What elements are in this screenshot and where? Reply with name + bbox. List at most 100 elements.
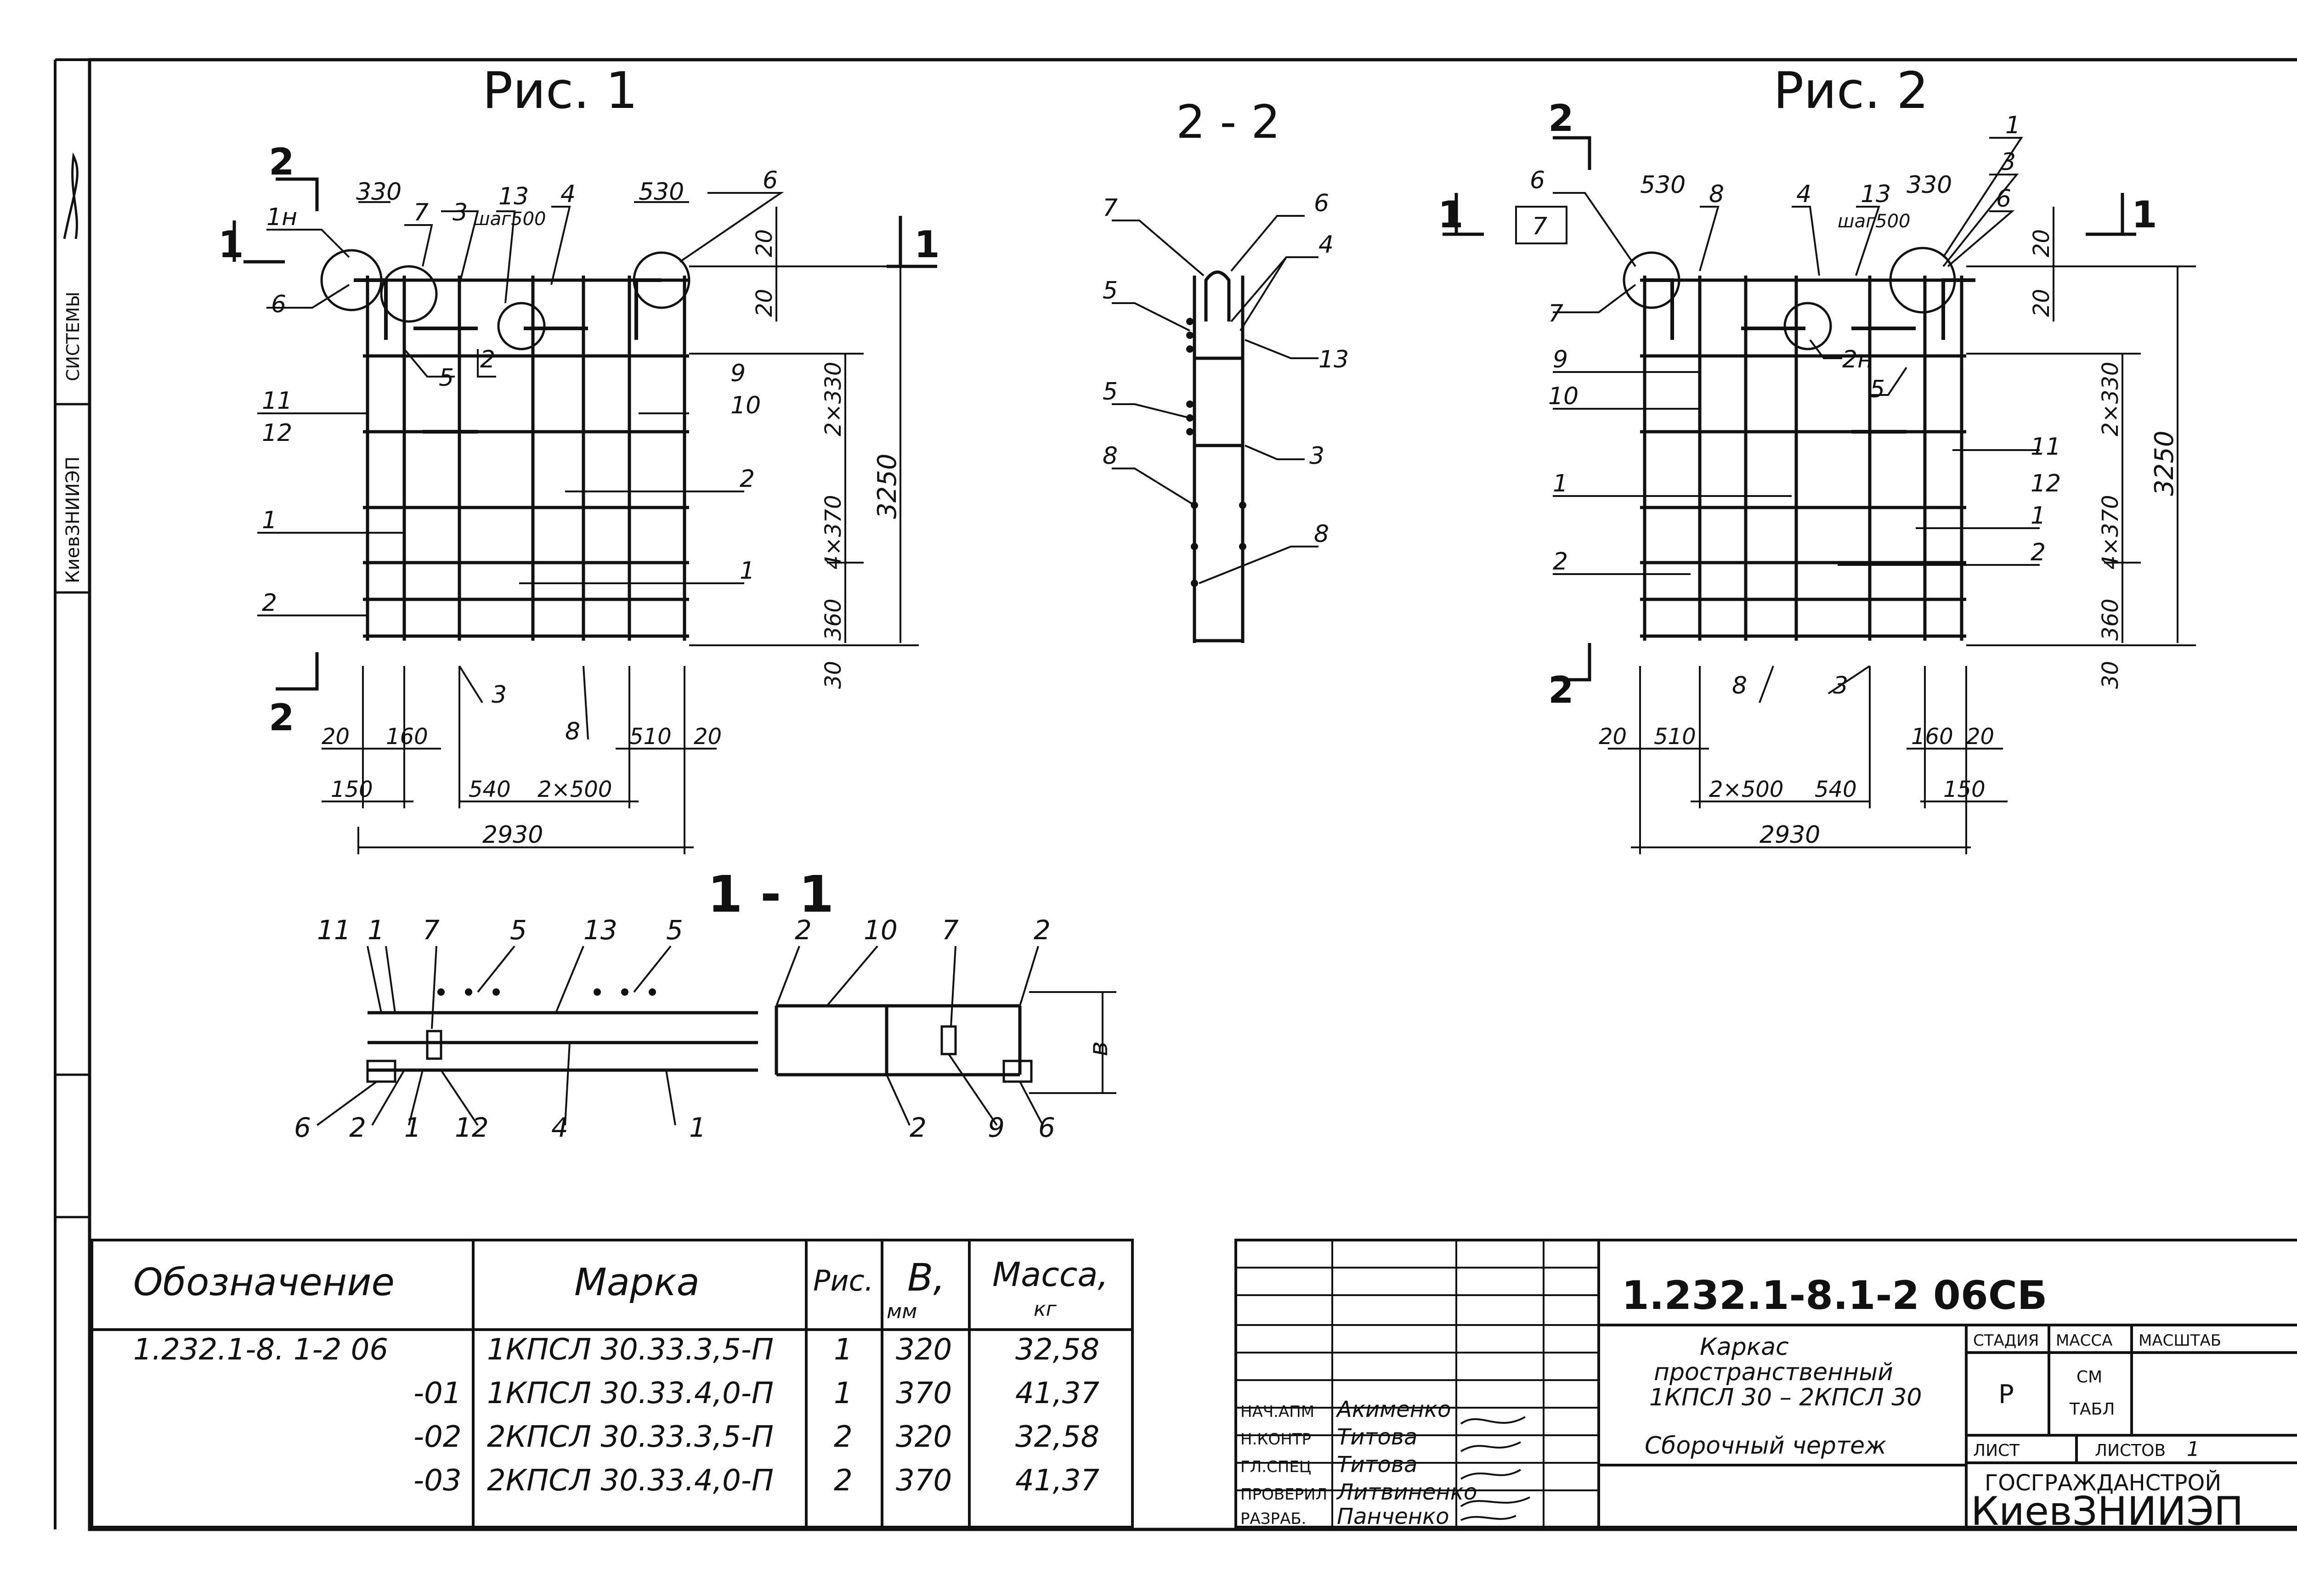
fig2-callout-9: 9 — [1553, 346, 1568, 373]
role-name: Акименко — [1335, 1397, 1451, 1422]
spec-row-designation: 1.232.1-8. 1-2 06 — [133, 1333, 388, 1367]
section-11-callout-bottom: 4 — [551, 1112, 568, 1143]
section-22-callout-5b: 5 — [1103, 378, 1118, 406]
title-sheet-label: ЛИСТ — [1973, 1441, 2020, 1460]
title-desc-line1: Каркас — [1700, 1333, 1789, 1361]
spec-header-fig: Рис. — [813, 1264, 873, 1297]
section-11-callout-bottom: 9 — [988, 1112, 1005, 1143]
fig1-callout-2c: 2 — [262, 589, 277, 617]
section-22-callout-8b: 8 — [1314, 520, 1329, 548]
role-label: ГЛ.СПЕЦ — [1240, 1458, 1311, 1476]
fig2-mark-2-top: 2 — [1548, 97, 1574, 140]
fig1-dim-20b: 20 — [752, 289, 777, 317]
fig2-detail-circles — [1623, 247, 1956, 350]
fig1-dim-b2x500: 2×500 — [537, 777, 612, 802]
fig1-dim-360: 360 — [820, 598, 846, 641]
spec-row-b: 370 — [896, 1376, 952, 1410]
fig1-callout-6b: 6 — [763, 167, 778, 194]
spec-row-mark: 1КПСЛ 30.33.3,5-П — [487, 1333, 774, 1367]
spec-header-mark: Марка — [574, 1261, 700, 1304]
fig1-callout-1h: 1н — [266, 203, 297, 231]
fig1-section-marks — [232, 177, 937, 691]
fig2-hooks — [1645, 278, 1975, 434]
fig2-callout-2b: 2 — [2031, 539, 2046, 566]
fig1-title: Рис. 1 — [482, 61, 638, 120]
fig2-dim-b2x500: 2×500 — [1709, 777, 1783, 802]
title-desc-line2: пространственный — [1654, 1359, 1893, 1386]
title-desc-line3: 1КПСЛ 30 – 2КПСЛ 30 — [1649, 1384, 1922, 1411]
fig1-mark-1-right: 1 — [914, 223, 940, 266]
section-11-callout-top: 11 — [317, 914, 351, 946]
fig1-dim-b20: 20 — [322, 724, 350, 750]
spec-header-b-unit: мм — [887, 1300, 917, 1323]
fig1-dim-b510: 510 — [629, 724, 672, 750]
fig2-callout-6: 6 — [1530, 167, 1545, 194]
fig2-callout-2a: 2 — [1553, 548, 1568, 575]
spec-row-fig: 1 — [834, 1376, 853, 1410]
spec-row-designation: -03 — [413, 1464, 462, 1498]
fig2-callout-11: 11 — [2031, 433, 2061, 461]
title-scale-label: МАСШТАБ — [2139, 1331, 2221, 1350]
fig1-dim-b160: 160 — [386, 724, 428, 750]
role-name: Титова — [1337, 1452, 1418, 1478]
spec-header-designation: Обозначение — [133, 1261, 395, 1304]
spec-row-fig: 1 — [834, 1333, 853, 1367]
fig1-dim-30: 30 — [820, 661, 846, 689]
fig1-dimension-lines — [322, 201, 919, 854]
section-11-callout-bottom: 6 — [294, 1112, 311, 1143]
fig1-dim-b150: 150 — [331, 777, 373, 802]
section-22-callout-6: 6 — [1314, 190, 1329, 217]
fig2-callout-1b: 1 — [2031, 502, 2046, 530]
section-22-title: 2 - 2 — [1176, 95, 1280, 149]
fig1-callouts: 1н 6 7 3 13 4 6 2 5 11 12 9 10 2 1 2 1 3… — [257, 167, 784, 745]
spec-row-designation: -02 — [413, 1420, 462, 1454]
title-drawing-type: Сборочный чертеж — [1645, 1432, 1886, 1460]
fig2-dim-b540: 540 — [1815, 777, 1857, 802]
section-11-callout-bottom: 12 — [455, 1112, 489, 1143]
fig2-title: Рис. 2 — [1773, 61, 1929, 120]
fig1-dim-2x330: 2×330 — [820, 362, 846, 436]
spec-row-fig: 2 — [834, 1420, 853, 1454]
fig1-callout-3: 3 — [453, 199, 468, 226]
role-label: ПРОВЕРИЛ — [1240, 1485, 1327, 1504]
fig1-callout-11: 11 — [262, 387, 292, 415]
fig2-dim-30: 30 — [2098, 661, 2123, 689]
sheet-frame — [54, 58, 2297, 1531]
fig1-dim-b20b: 20 — [694, 724, 722, 750]
fig2-dim-530: 530 — [1640, 171, 1686, 199]
spec-header-mass-unit: кг — [1034, 1297, 1057, 1321]
title-doc-code: 1.232.1-8.1-2 06СБ — [1622, 1273, 2047, 1319]
fig2-callout-10: 10 — [1548, 383, 1578, 410]
fig1-callout-12: 12 — [262, 419, 292, 447]
spec-header-mass: Масса, — [992, 1255, 1108, 1294]
title-org2: КиевЗНИИЭП — [1971, 1489, 2244, 1534]
left-strip-system: СИСТЕМЫ — [63, 292, 83, 381]
spec-row-designation: -01 — [413, 1376, 462, 1410]
fig1-callout-2b: 2 — [740, 465, 755, 493]
title-mass-value-2: ТАБЛ — [2069, 1400, 2115, 1419]
fig1-dim-20a: 20 — [752, 229, 777, 257]
section-11-callout-bottom: 6 — [1038, 1112, 1055, 1143]
fig2-dim-2x330: 2×330 — [2098, 362, 2123, 436]
section-22-drawing — [1193, 271, 1245, 643]
fig2-callout-7-box: 7 — [1532, 213, 1547, 240]
section-22-callout-13: 13 — [1318, 346, 1349, 373]
title-mass-value-1: СМ — [2076, 1368, 2102, 1387]
section-22-bars — [1186, 318, 1246, 587]
spec-row-mass: 41,37 — [1015, 1376, 1100, 1410]
fig1-mark-2-bottom: 2 — [269, 696, 294, 739]
fig2-dim-20a: 20 — [2029, 229, 2054, 257]
spec-row-mark: 2КПСЛ 30.33.4,0-П — [487, 1464, 774, 1498]
fig2-callout-1a: 1 — [1553, 470, 1568, 497]
fig1-grid — [363, 276, 689, 641]
fig2-callout-8: 8 — [1709, 180, 1724, 208]
fig1-callout-3b: 3 — [492, 681, 507, 709]
spec-row-b: 370 — [896, 1464, 952, 1498]
fig2-dim-b510: 510 — [1654, 724, 1696, 750]
section-11-callout-bottom: 1 — [404, 1112, 421, 1143]
section-22-callout-7: 7 — [1103, 194, 1118, 222]
fig2-dim-3250: 3250 — [2150, 430, 2179, 496]
left-strip-signature — [63, 152, 79, 239]
title-stage-value: Р — [1998, 1380, 2014, 1410]
